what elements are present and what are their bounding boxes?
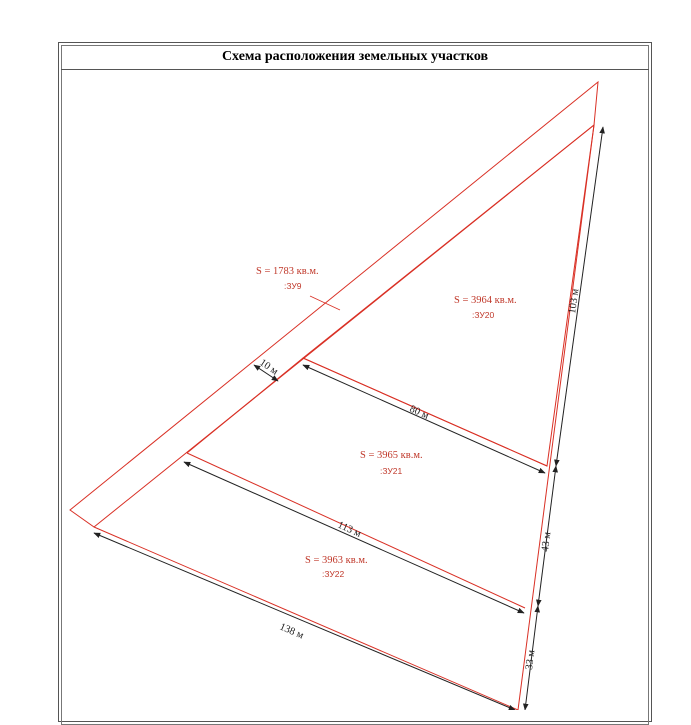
parcel-zu21-area: S = 3965 кв.м. xyxy=(360,450,423,461)
dim-label-middle-width: 113 м xyxy=(336,520,363,540)
dim-line-right-middle xyxy=(536,465,558,607)
dim-line-strip-width xyxy=(253,364,279,382)
parcel-right-edge xyxy=(517,124,595,710)
dim-label-base-width: 138 м xyxy=(278,622,306,642)
dim-label-right-upper: 103 м xyxy=(567,288,581,315)
parcel-zu22-code: :ЗУ22 xyxy=(322,569,345,579)
dim-line-upper-width xyxy=(302,364,546,474)
land-plan-drawing: S = 1783 кв.м. :ЗУ9 S = 3964 кв.м. :ЗУ20… xyxy=(69,80,605,710)
dim-line-right-lower xyxy=(523,605,540,710)
parcel-zu21-code: :ЗУ21 xyxy=(380,466,403,476)
parcel-zu20-area: S = 3964 кв.м. xyxy=(454,295,517,306)
dim-line-right-upper xyxy=(554,126,605,467)
parcel-zu21-left-edge xyxy=(186,357,304,454)
parcel-boundaries xyxy=(69,80,599,710)
zu9-leader-line xyxy=(309,295,341,311)
parcel-zu22-area: S = 3963 кв.м. xyxy=(305,555,368,566)
diagram-title: Схема расположения земельных участков xyxy=(221,49,489,64)
dim-line-base-width xyxy=(93,532,516,710)
title-bar: Схема расположения земельных участков xyxy=(61,45,649,70)
dim-label-right-middle: 43 м xyxy=(540,531,553,552)
parcel-zu9-code: :ЗУ9 xyxy=(284,281,302,291)
parcel-zu9-area: S = 1783 кв.м. xyxy=(256,266,319,277)
dimension-lines xyxy=(93,126,605,710)
dim-label-right-lower: 33 м xyxy=(524,649,537,670)
parcel-zu9-boundary xyxy=(69,80,599,528)
parcel-zu20-code: :ЗУ20 xyxy=(472,310,495,320)
dim-label-upper-width: 80 м xyxy=(408,404,431,422)
parcel-zu20-boundary xyxy=(302,123,595,467)
